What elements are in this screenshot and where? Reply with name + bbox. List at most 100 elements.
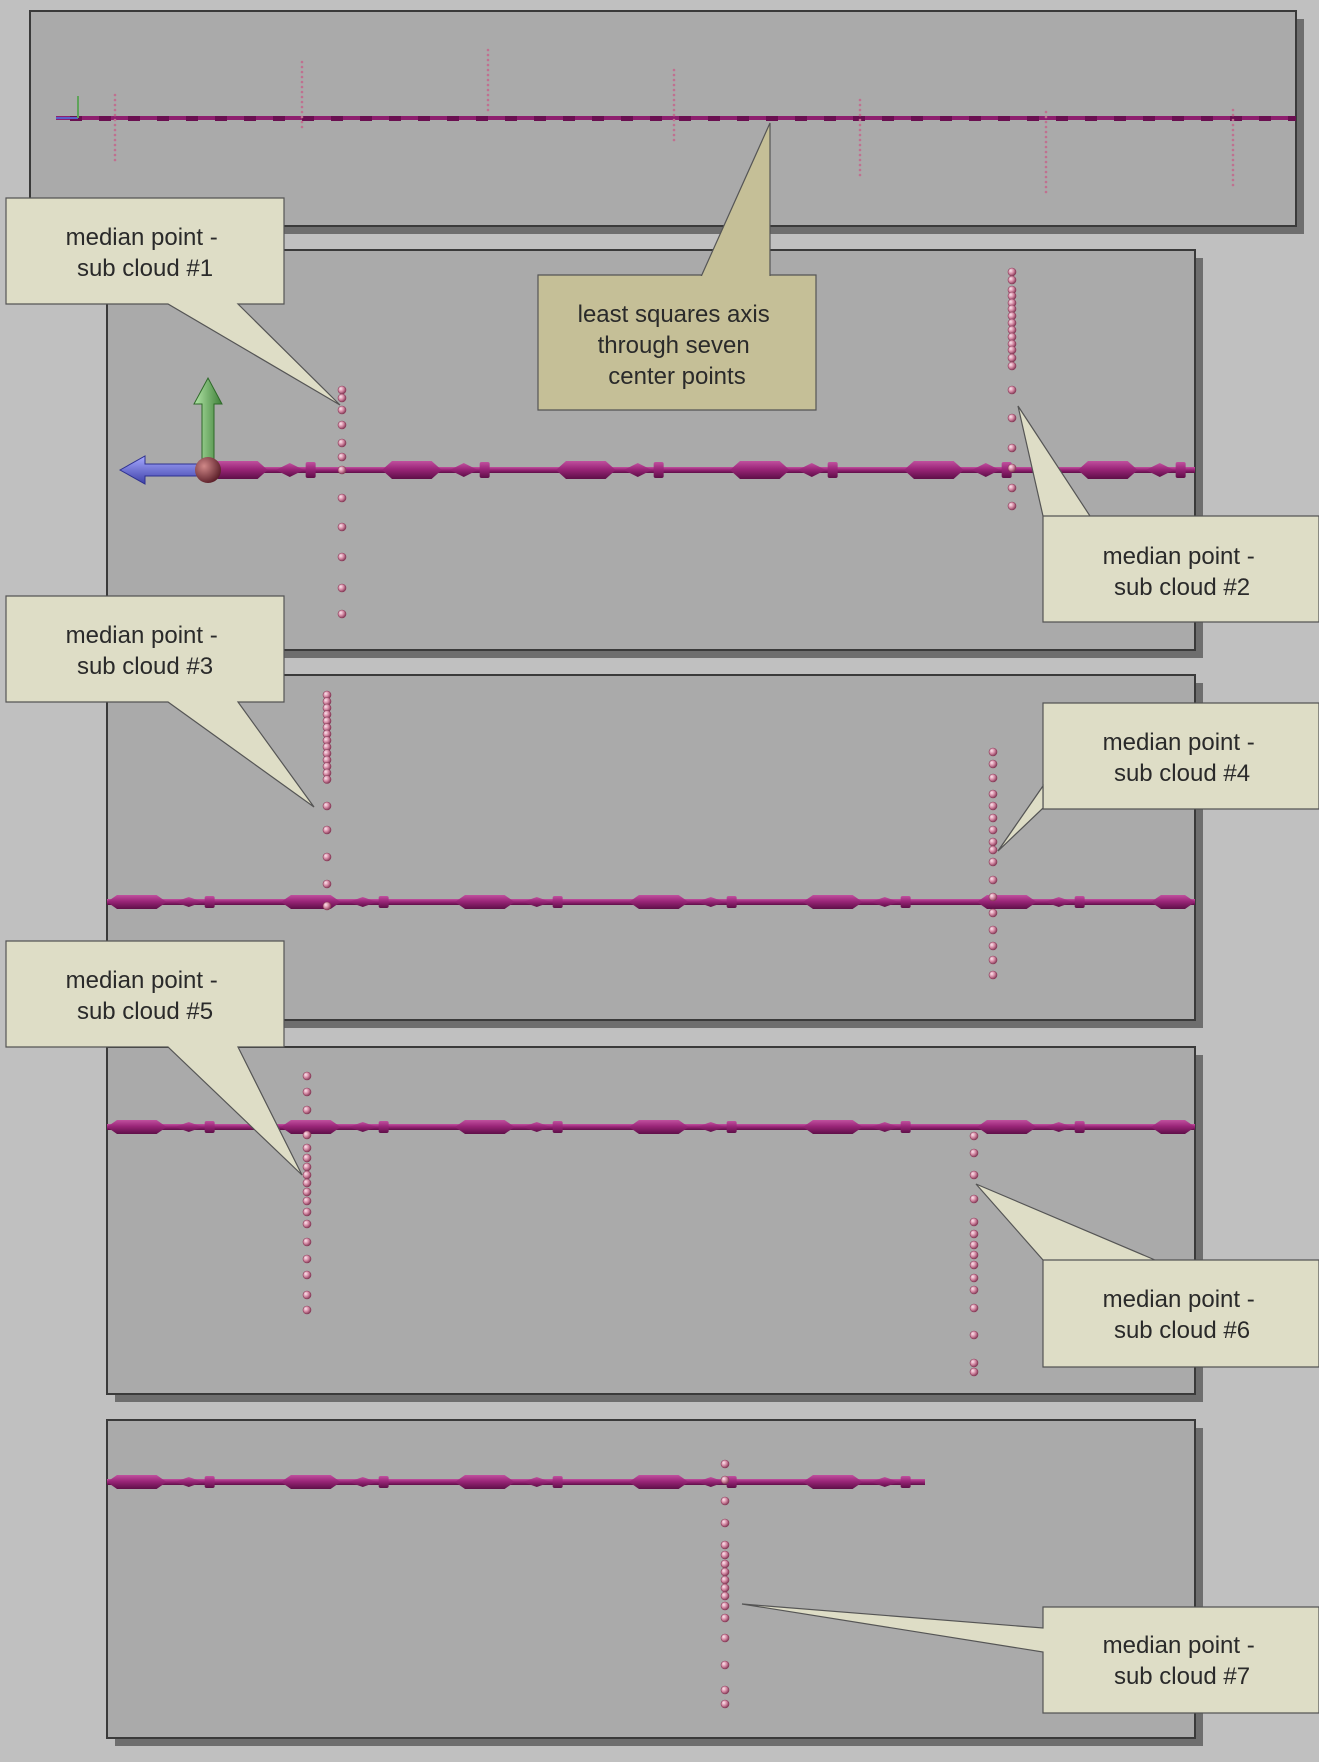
axis-cylinder-segment — [455, 895, 515, 909]
data-point — [302, 1087, 312, 1097]
overview-data-point — [672, 103, 676, 107]
overview-axis-bead — [679, 116, 691, 121]
overview-axis-bead — [766, 116, 778, 121]
overview-data-point — [858, 173, 862, 177]
panel-body — [106, 674, 1196, 1021]
overview-data-point — [1044, 115, 1048, 119]
callout-text: median point - sub cloud #2 — [1103, 543, 1262, 601]
callout-line: median point - — [1103, 1632, 1255, 1659]
callout-text: median point - sub cloud #6 — [1103, 1286, 1262, 1344]
axis-bead — [827, 462, 838, 478]
data-point — [337, 438, 347, 448]
axis-diamond — [174, 1122, 203, 1132]
overview-data-point — [1231, 173, 1235, 177]
coordinate-triad — [118, 376, 223, 485]
overview-data-point — [486, 98, 490, 102]
overview-data-point — [486, 103, 490, 107]
axis-cylinder-segment — [977, 1120, 1037, 1134]
axis-diamond — [522, 897, 551, 907]
overview-data-point — [672, 88, 676, 92]
axis-bead — [653, 462, 664, 478]
callout-line: median point - — [66, 224, 218, 251]
data-point — [302, 1305, 312, 1315]
data-point — [988, 941, 998, 951]
data-point — [988, 747, 998, 757]
overview-data-point — [113, 123, 117, 127]
axis-cylinder-segment — [1151, 1120, 1195, 1134]
data-point — [969, 1148, 979, 1158]
data-point — [322, 801, 332, 811]
overview-axis-bead — [1230, 116, 1242, 121]
overview-axis-bead — [1085, 116, 1097, 121]
data-point — [302, 1254, 312, 1264]
axis-bead — [1074, 1121, 1085, 1133]
data-point — [988, 875, 998, 885]
data-point — [1007, 443, 1017, 453]
overview-data-point — [486, 108, 490, 112]
axis-diamond — [174, 897, 203, 907]
callout-axis-text: least squares axis through seven center … — [578, 301, 777, 390]
axis-cylinder-segment — [556, 461, 616, 479]
overview-axis-bead — [824, 116, 836, 121]
overview-axis-bead — [1259, 116, 1271, 121]
overview-axis-bead — [998, 116, 1010, 121]
overview-content — [56, 48, 1296, 194]
data-point — [1007, 413, 1017, 423]
axis-cylinder — [208, 461, 1195, 479]
callout-sub-cloud-3: median point - sub cloud #3 — [5, 595, 315, 808]
data-point — [302, 1105, 312, 1115]
data-point — [720, 1583, 730, 1593]
overview-data-point — [113, 158, 117, 162]
callout-line: median point - — [66, 622, 218, 649]
overview-point-clouds — [113, 48, 1235, 194]
data-point — [969, 1303, 979, 1313]
overview-data-point — [300, 125, 304, 129]
callout-sub-cloud-1: median point - sub cloud #1 — [5, 197, 341, 406]
overview-axis-bead — [853, 116, 865, 121]
overview-data-point — [672, 98, 676, 102]
axis-diamond — [870, 1122, 899, 1132]
callout-shape — [5, 940, 303, 1176]
overview-data-point — [858, 153, 862, 157]
overview-axis-bead — [708, 116, 720, 121]
axis-cylinder-segment — [107, 1120, 167, 1134]
callout-line: sub cloud #5 — [77, 998, 213, 1025]
overview-data-point — [113, 103, 117, 107]
data-point — [302, 1270, 312, 1280]
overview-data-point — [300, 100, 304, 104]
data-point — [1007, 267, 1017, 277]
data-point — [1007, 353, 1017, 363]
zoom-panel-cloud-7 — [106, 1419, 1203, 1746]
axis-cylinder-segment — [803, 895, 863, 909]
overview-axis-bead — [1114, 116, 1126, 121]
overview-data-point — [486, 88, 490, 92]
data-point — [302, 1219, 312, 1229]
overview-axis-bead — [128, 116, 140, 121]
overview-data-point — [300, 85, 304, 89]
overview-data-point — [486, 93, 490, 97]
data-point — [720, 1559, 730, 1569]
axis-cylinder-segment — [803, 1120, 863, 1134]
overview-data-point — [1231, 108, 1235, 112]
overview-axis-bead — [737, 116, 749, 121]
data-point — [720, 1591, 730, 1601]
data-point — [969, 1273, 979, 1283]
overview-data-point — [672, 113, 676, 117]
callout-sub-cloud-2: median point - sub cloud #2 — [1017, 405, 1319, 623]
data-point — [988, 970, 998, 980]
axis-diamond — [174, 1477, 203, 1487]
axis-diamond — [696, 897, 725, 907]
axis-diamond — [1044, 897, 1073, 907]
axis-cylinder-segment — [803, 1475, 863, 1489]
data-point — [322, 775, 332, 784]
axis-bead — [726, 1121, 737, 1133]
axis-diamond — [870, 1477, 899, 1487]
overview-data-point — [113, 113, 117, 117]
overview-data-point — [1044, 110, 1048, 114]
overview-axis-bead — [1143, 116, 1155, 121]
overview-data-point — [300, 60, 304, 64]
data-point — [1007, 345, 1017, 355]
axis-cylinder — [107, 895, 1195, 909]
point-clouds — [302, 1071, 979, 1377]
data-point — [322, 901, 332, 911]
